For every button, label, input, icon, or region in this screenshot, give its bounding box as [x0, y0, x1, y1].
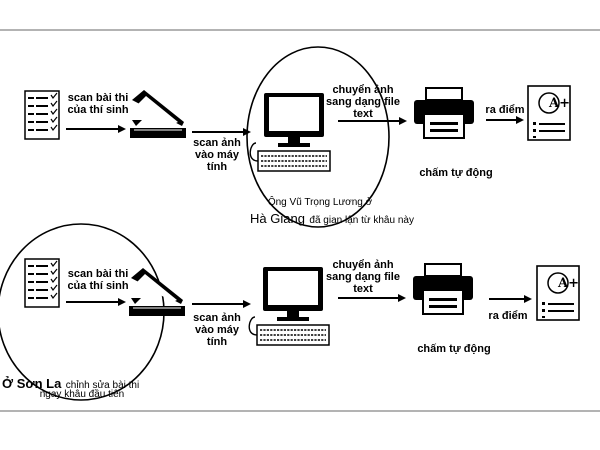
- exam-sheet-icon: [24, 90, 60, 140]
- label-result: ra điểm: [485, 104, 525, 116]
- caption-top: Hà Giang đã gian lận từ khâu này: [232, 210, 432, 228]
- grade-mark: A+: [557, 276, 579, 291]
- exam-sheet-icon: [24, 258, 60, 308]
- caption-note: đã gian lận từ khâu này: [309, 215, 414, 226]
- caption-place: Hà Giang: [250, 211, 305, 226]
- caption-bottom-line2: ngay khâu đầu tiên: [39, 389, 125, 400]
- caption-note: chỉnh sửa bài thi: [65, 380, 140, 391]
- label-result: ra điểm: [488, 310, 528, 322]
- top-highlight-circle: [246, 46, 390, 228]
- caption-bottom-line1: Ở Sơn La chỉnh sửa bài thi: [2, 375, 168, 393]
- scanner-icon: [129, 89, 187, 139]
- graded-paper-icon: [527, 85, 571, 141]
- caption-person: Ông Vũ Trọng Lương ở: [267, 197, 373, 208]
- graded-paper-icon: [536, 265, 580, 321]
- label-auto-grade: chấm tự động: [419, 167, 493, 179]
- label-auto-grade: chấm tự động: [417, 343, 491, 355]
- printer-icon: [413, 87, 475, 139]
- caption-place: Ở Sơn La: [2, 376, 62, 391]
- grade-mark: A+: [548, 96, 570, 111]
- printer-icon: [412, 263, 474, 315]
